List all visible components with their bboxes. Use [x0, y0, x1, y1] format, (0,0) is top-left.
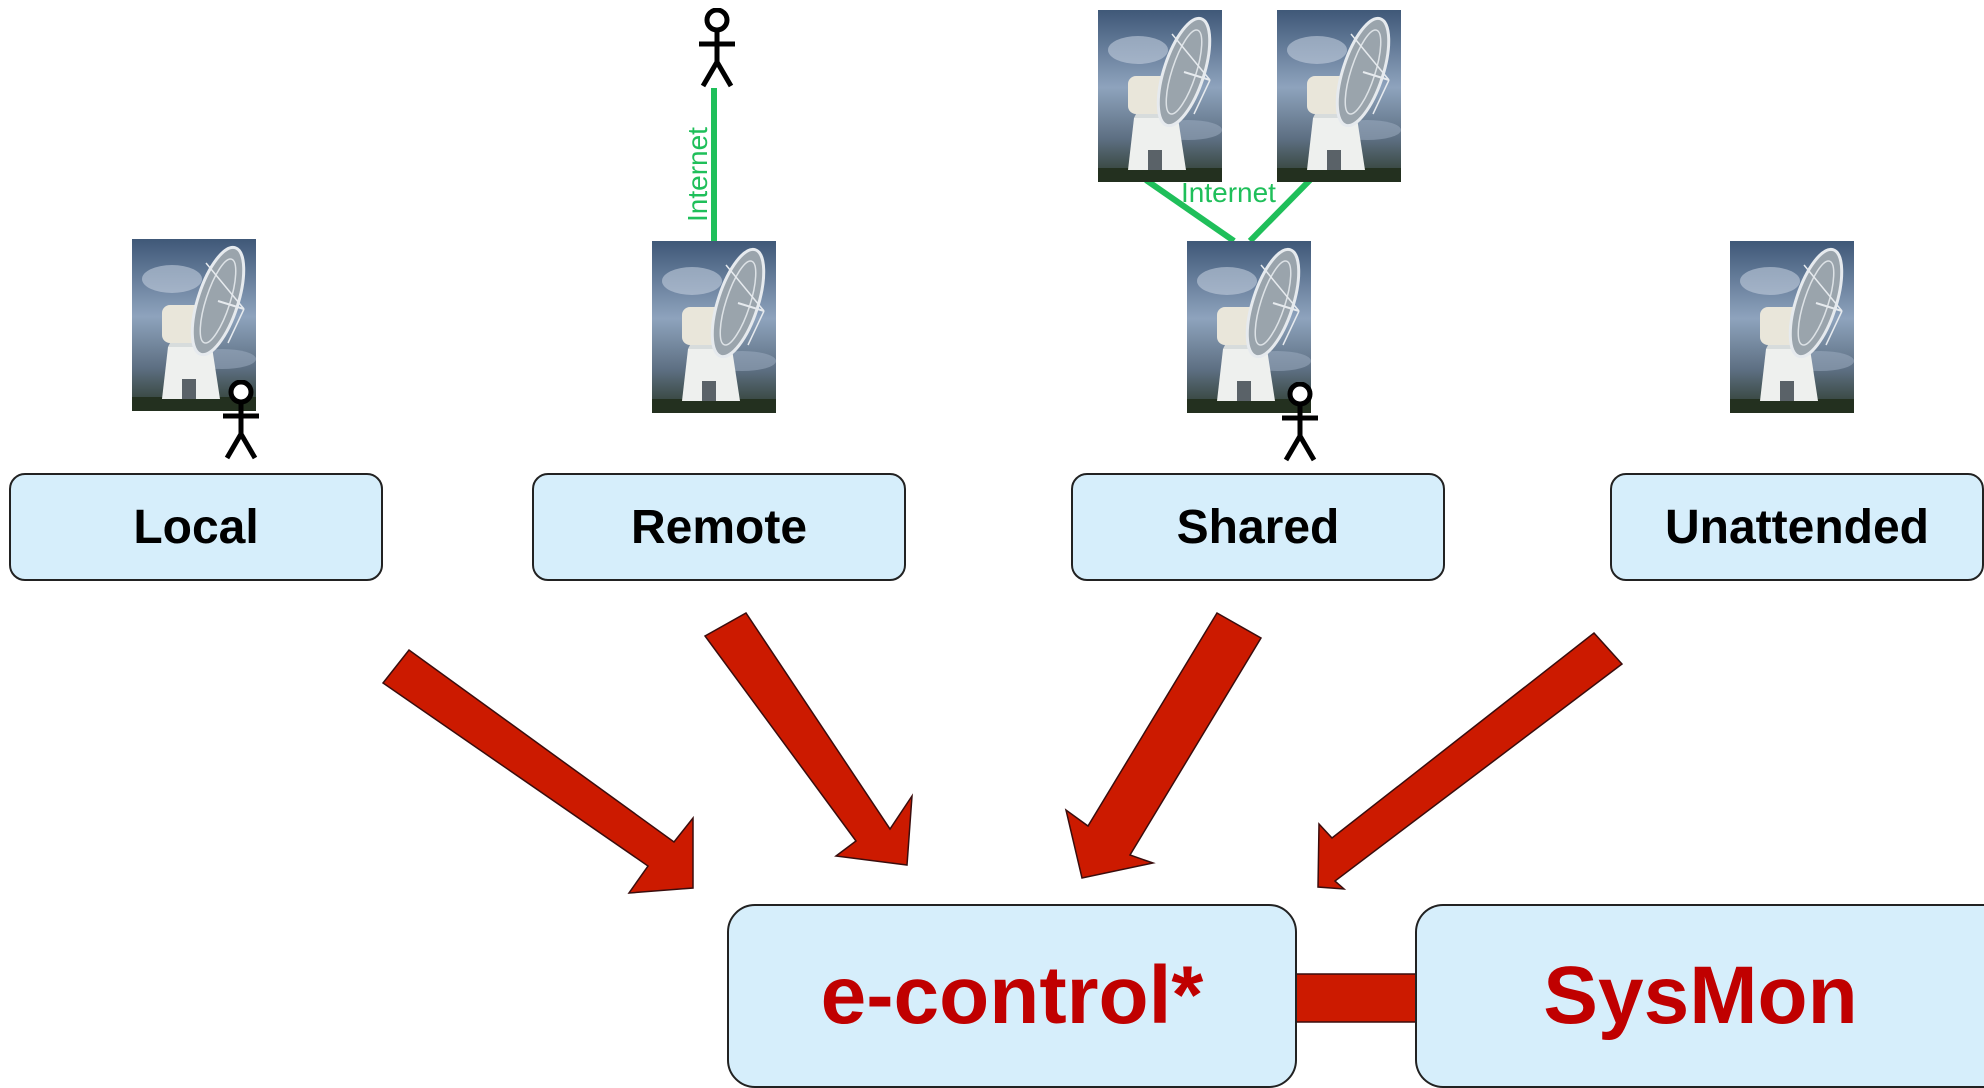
sysmon-box: SysMon: [1415, 904, 1984, 1088]
radio-telescope-icon: [1730, 241, 1854, 413]
mode-box-unattended: Unattended: [1610, 473, 1984, 581]
arrow-icon: [1317, 631, 1624, 890]
mode-box-remote: Remote: [532, 473, 906, 581]
sysmon-label: SysMon: [1543, 950, 1858, 1041]
arrow-icon: [1064, 611, 1263, 879]
shared-internet-link-right: [1247, 177, 1313, 244]
radio-telescope-icon: [1098, 10, 1222, 182]
mode-box-local: Local: [9, 473, 383, 581]
mode-label-unattended: Unattended: [1665, 500, 1929, 554]
radio-telescope-icon: [652, 241, 776, 413]
mode-label-local: Local: [133, 500, 259, 554]
arrow-icon: [381, 648, 694, 894]
radio-telescope-icon: [1277, 10, 1401, 182]
econtrol-box: e-control*: [727, 904, 1297, 1088]
mode-box-shared: Shared: [1071, 473, 1445, 581]
person-icon: [699, 10, 735, 86]
shared-internet-label: Internet: [1181, 177, 1276, 208]
shared-internet-link-left: [1144, 177, 1236, 244]
mode-label-shared: Shared: [1176, 500, 1340, 554]
remote-internet-label: Internet: [682, 127, 713, 222]
arrow-icon: [703, 612, 913, 866]
econtrol-label: e-control*: [820, 950, 1204, 1041]
mode-label-remote: Remote: [630, 500, 808, 554]
